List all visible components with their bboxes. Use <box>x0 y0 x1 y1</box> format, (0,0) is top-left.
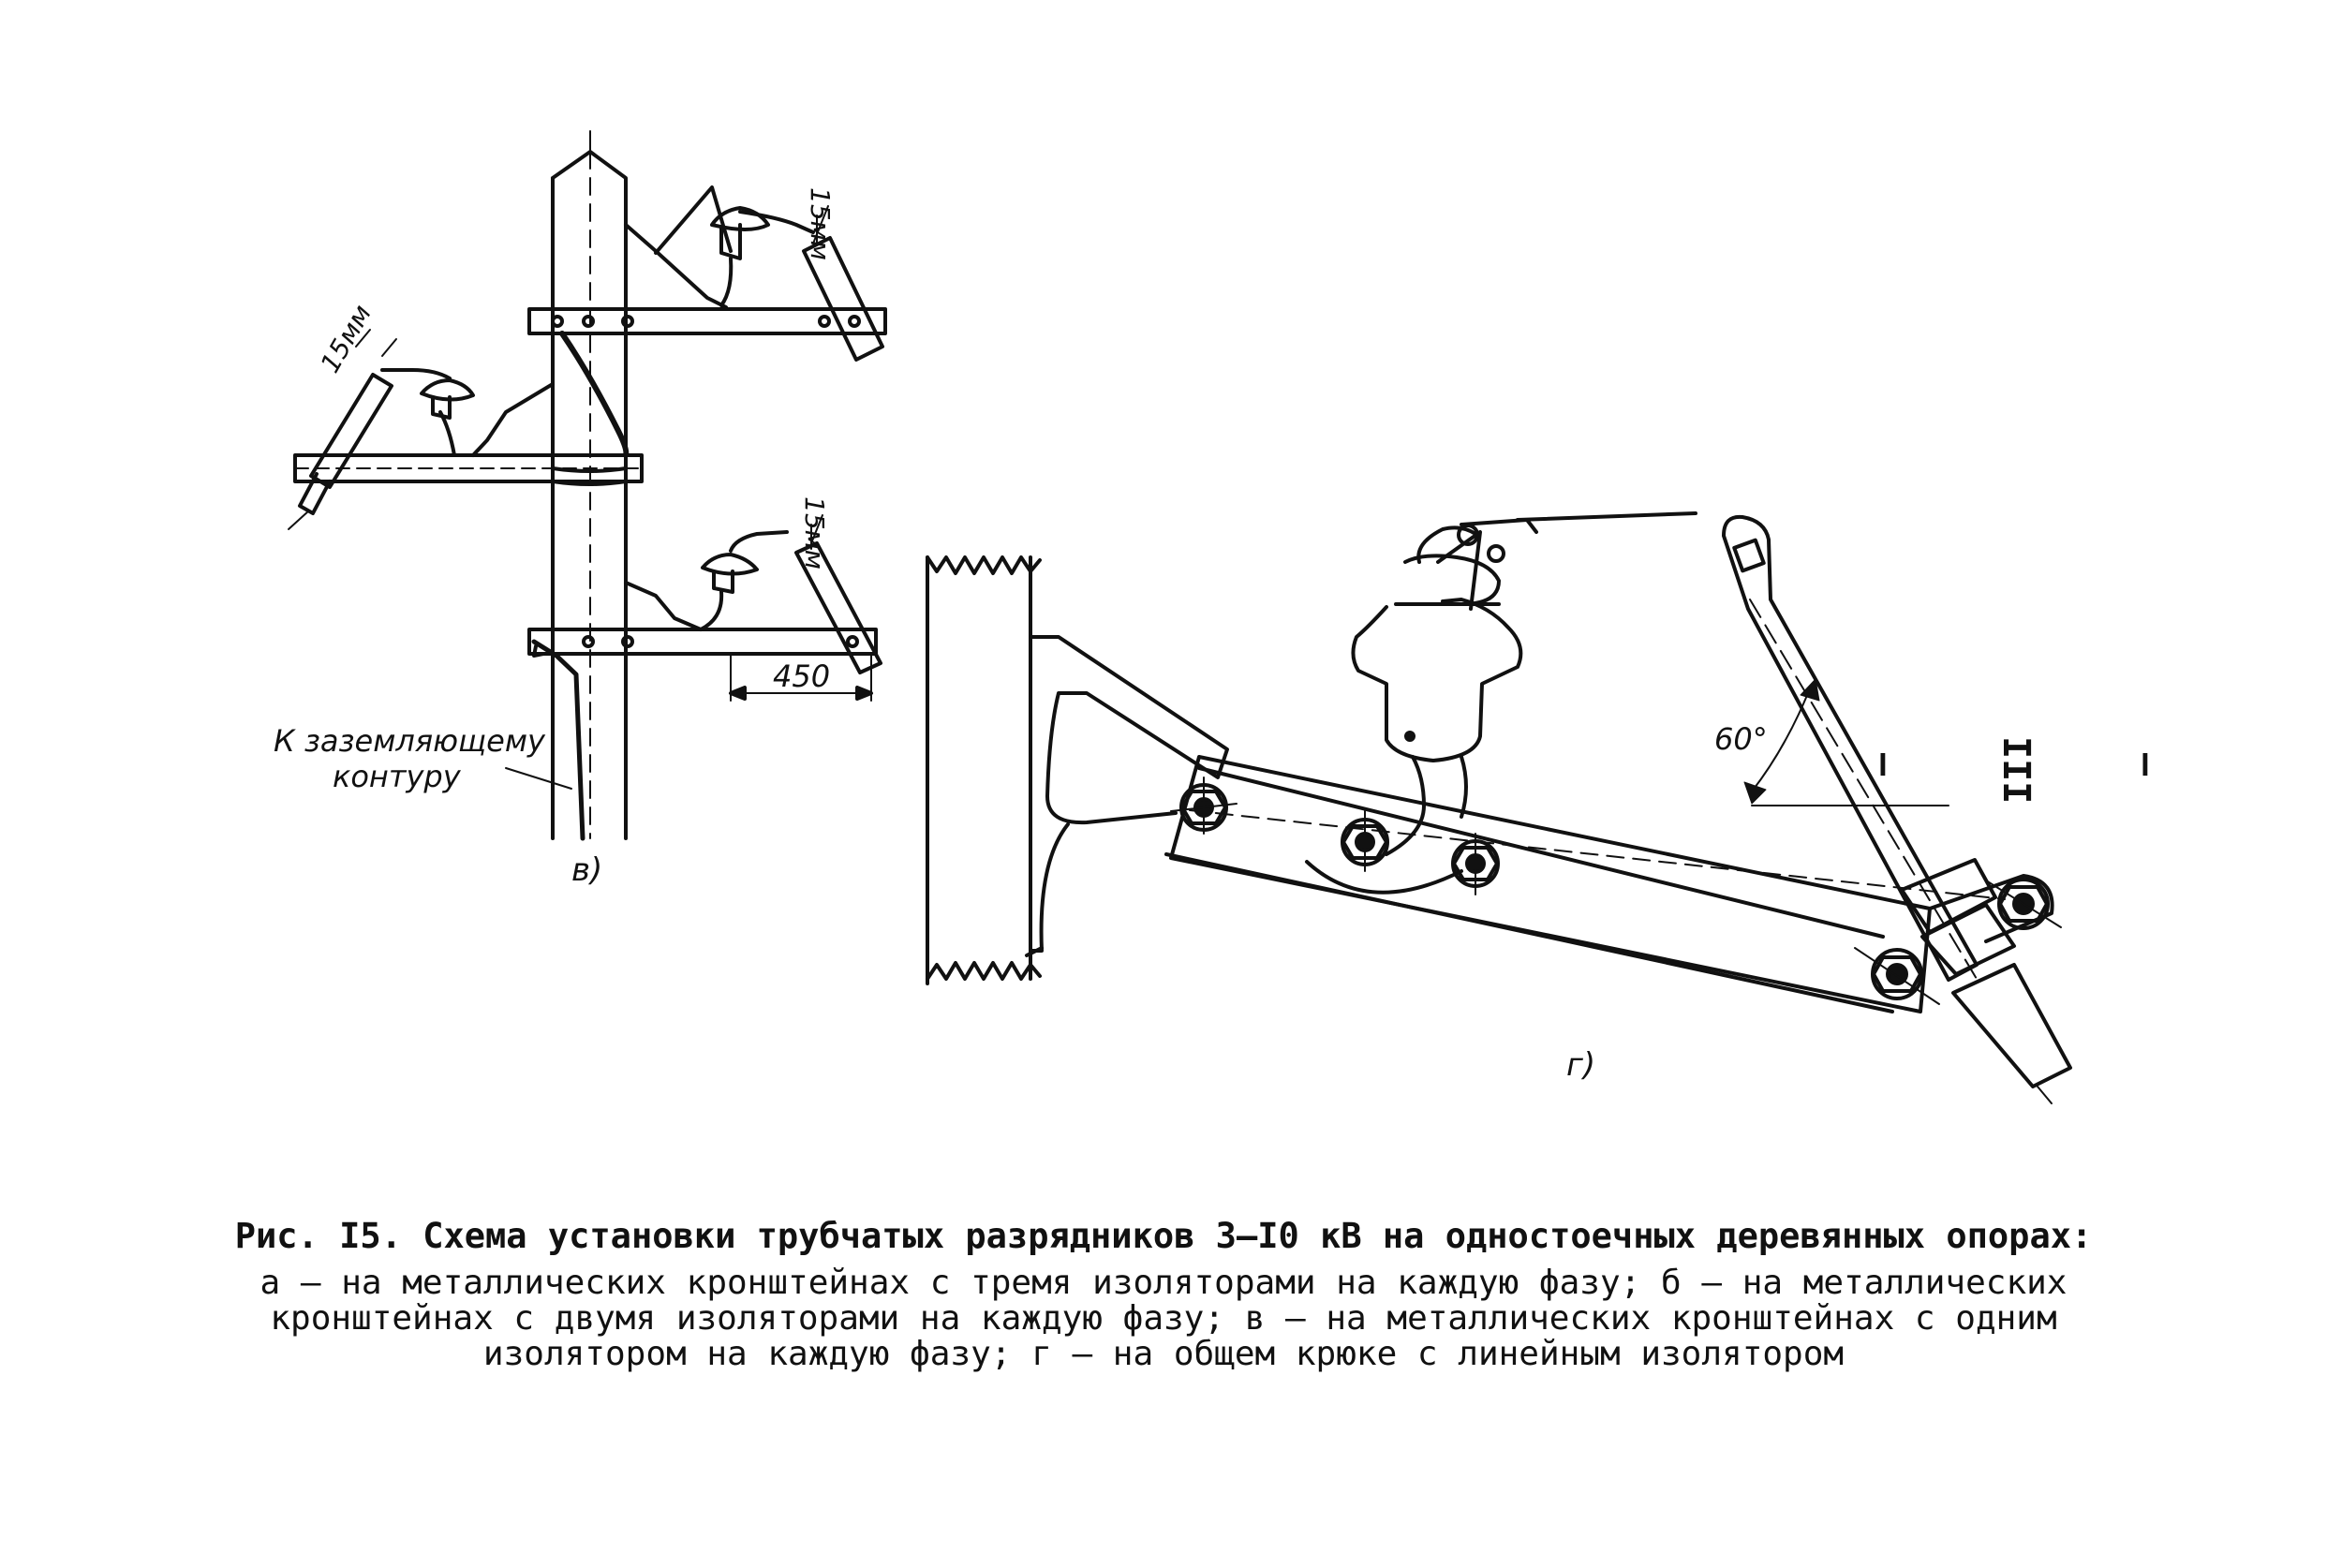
middle-insulator <box>420 378 475 402</box>
figure-caption-line1: а – на металлических кронштейнах с тремя… <box>259 1264 2068 1302</box>
hook-bracket <box>1029 635 1229 825</box>
dim-left-label: 15мм <box>314 300 378 378</box>
line-insulator <box>1351 598 1523 762</box>
figure-caption-line2: кронштейнах с двумя изоляторами на кажду… <box>270 1299 2057 1338</box>
lower-insulator <box>701 553 759 576</box>
ground-label-line2: контуру <box>333 759 462 794</box>
bolt-4 <box>1871 948 1923 1000</box>
angle-label: 60° <box>1714 721 1768 757</box>
figure-caption-title: Рис. I5. Схема установки трубчатых разря… <box>234 1216 2093 1256</box>
middle-arrester <box>309 373 393 489</box>
dim-top-label: 15мм <box>805 187 836 260</box>
figure-b-pole-assembly <box>288 130 887 841</box>
ground-label-line1: К заземляющему <box>274 723 546 759</box>
post-section <box>926 555 1042 575</box>
lower-arrester <box>794 541 882 674</box>
top-crossarm <box>527 307 887 335</box>
dim-low-label: 15мм <box>799 496 830 570</box>
panel-label-g: г) <box>1566 1046 1595 1084</box>
tubular-arrester <box>1722 514 1979 982</box>
figure-g-hook-assembly <box>926 511 2072 1104</box>
lower-crossarm <box>527 628 878 656</box>
wooden-pole <box>551 150 628 840</box>
panel-label-b: в) <box>571 851 602 889</box>
lever-arm <box>1169 755 1932 1013</box>
page-number: – III – <box>1863 736 2169 805</box>
dim-450-label: 450 <box>773 658 830 694</box>
figure-caption-line3: изолятором на каждую фазу; г – на общем … <box>482 1335 1845 1373</box>
figure-g-labels: 60° г) <box>1566 721 1768 1084</box>
top-arrester <box>802 236 884 362</box>
